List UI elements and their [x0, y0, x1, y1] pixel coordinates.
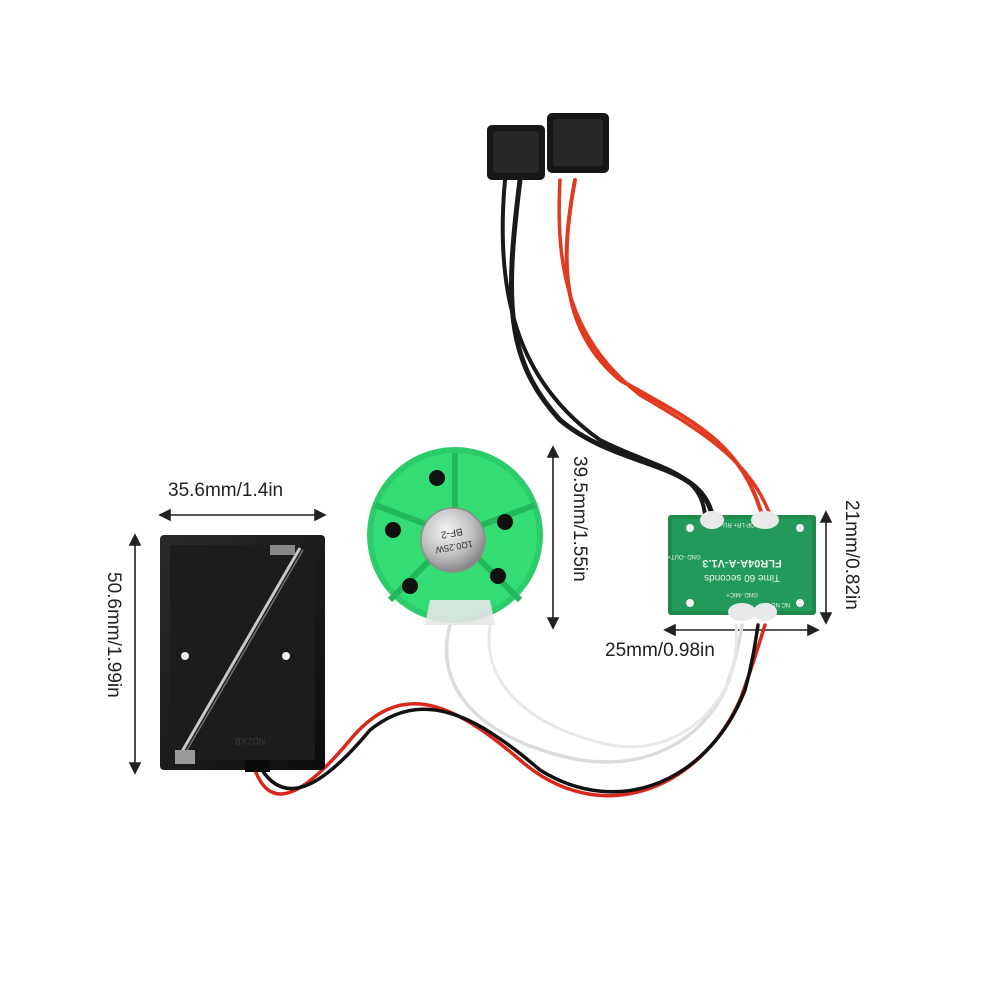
board-pins-top: LOOP LR+ RU-: [721, 521, 763, 527]
speaker-diameter-label: 39.5mm/1.55in: [569, 456, 590, 582]
circuit-board: FLR04A-A-V1.3 Time 60 seconds LOOP LR+ R…: [667, 511, 816, 621]
battery-label: NDZXB: [235, 736, 266, 746]
board-pin-mic: GND -MIC+: [726, 591, 758, 597]
dimension-arrows: [128, 445, 833, 775]
speaker: 1Ω0.25W BF-2: [367, 447, 543, 625]
button-wires: [500, 177, 772, 518]
board-model: FLR04A-A-V1.3: [702, 557, 781, 569]
push-button-left: [487, 125, 545, 180]
battery-height-label: 50.6mm/1.99in: [103, 572, 124, 698]
battery-width-label: 35.6mm/1.4in: [168, 480, 284, 501]
push-button-right: [547, 113, 609, 173]
speaker-wires: [444, 623, 744, 764]
battery-holder: NDZXB: [160, 535, 325, 772]
board-width-label: 25mm/0.98in: [605, 640, 715, 661]
battery-wires: [253, 623, 767, 798]
board-pins-bottom: NC NC LR: [761, 601, 790, 607]
board-pin-out: GND -OUT+: [667, 553, 701, 559]
board-time: Time 60 seconds: [704, 572, 780, 583]
speaker-model: BF-2: [440, 525, 464, 540]
board-height-label: 21mm/0.82in: [841, 500, 862, 610]
